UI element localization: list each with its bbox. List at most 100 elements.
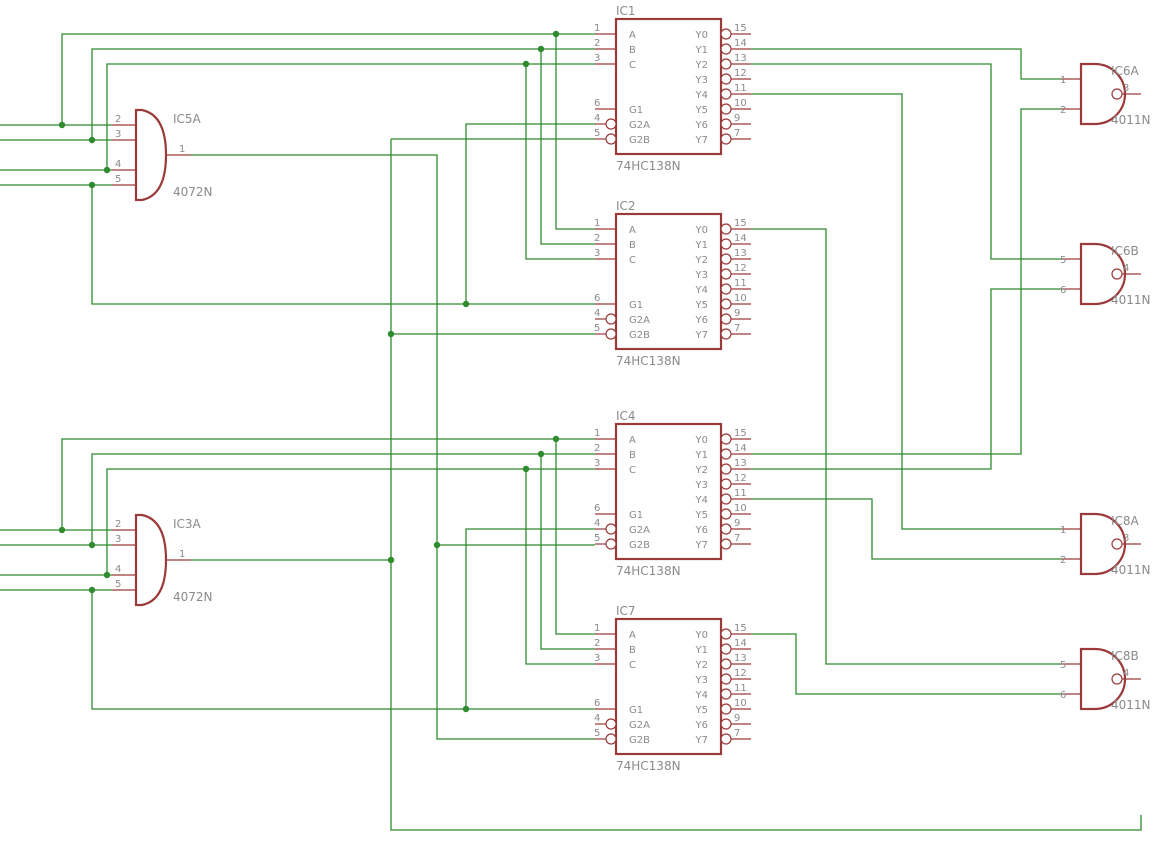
ic1-bubble-10 bbox=[720, 103, 732, 115]
ic2-pinlabel-Y0: Y0 bbox=[695, 225, 708, 236]
wire-26 bbox=[465, 528, 595, 709]
ic1-bubble-12 bbox=[720, 73, 732, 85]
junction-dot-7 bbox=[462, 300, 470, 308]
ic7-pinnum-9: 9 bbox=[734, 713, 740, 724]
ic7-bubble-14 bbox=[720, 643, 732, 655]
ic7-pinnum-11: 11 bbox=[734, 683, 747, 694]
ic5a-pinnum-5: 5 bbox=[115, 174, 121, 185]
ic2-pinlabel-Y3: Y3 bbox=[695, 270, 708, 281]
ic1-pinnum-6: 6 bbox=[594, 98, 600, 109]
ic2-name: IC2 bbox=[616, 199, 636, 213]
ic1-pinlabel-Y0: Y0 bbox=[695, 30, 708, 41]
ic2-pinnum-10: 10 bbox=[734, 293, 747, 304]
ic2-pinnum-4: 4 bbox=[594, 308, 600, 319]
ic4-bubble-13 bbox=[720, 463, 732, 475]
ic1-pinnum-7: 7 bbox=[734, 128, 740, 139]
ic8b-pinnum-5: 5 bbox=[1060, 660, 1066, 671]
ic8a-value: 4011N bbox=[1111, 563, 1151, 577]
ic4-pinnum-5: 5 bbox=[594, 533, 600, 544]
ic7-pinnum-7: 7 bbox=[734, 728, 740, 739]
ic6a-bubble bbox=[1111, 88, 1123, 100]
ic2-pinnum-7: 7 bbox=[734, 323, 740, 334]
ic1-pinlabel-G1: G1 bbox=[629, 105, 643, 116]
junction-dot-4 bbox=[552, 30, 560, 38]
ic2-pinlabel-B: B bbox=[629, 240, 636, 251]
ic4-pinlabel-G1: G1 bbox=[629, 510, 643, 521]
ic7-pinnum-10: 10 bbox=[734, 698, 747, 709]
wire-24 bbox=[91, 590, 595, 710]
ic4-pinlabel-Y1: Y1 bbox=[695, 450, 708, 461]
ic7-pinlabel-G2A: G2A bbox=[629, 720, 650, 731]
junction-dot-9 bbox=[58, 526, 66, 534]
ic4-bubble-15 bbox=[720, 433, 732, 445]
ic1-pinlabel-G2B: G2B bbox=[629, 135, 650, 146]
ic8b-value: 4011N bbox=[1111, 698, 1151, 712]
ic4-value: 74HC138N bbox=[616, 564, 681, 578]
ic4-pinnum-2: 2 bbox=[594, 443, 600, 454]
ic1-decoder: IC174HC138N1A2B3C6G14G2A5G2B15Y014Y113Y2… bbox=[594, 4, 751, 173]
ic7-bubble-11 bbox=[720, 688, 732, 700]
ic2-bubble-4 bbox=[605, 313, 617, 325]
ic4-pinnum-12: 12 bbox=[734, 473, 747, 484]
ic4-pinlabel-Y6: Y6 bbox=[695, 525, 708, 536]
ic2-pinnum-3: 3 bbox=[594, 248, 600, 259]
ic2-pinnum-2: 2 bbox=[594, 233, 600, 244]
ic7-pinlabel-A: A bbox=[629, 630, 636, 641]
ic2-pinlabel-G1: G1 bbox=[629, 300, 643, 311]
ic1-bubble-5 bbox=[605, 133, 617, 145]
ic7-bubble-9 bbox=[720, 718, 732, 730]
ic7-pinlabel-G1: G1 bbox=[629, 705, 643, 716]
ic4-pinnum-7: 7 bbox=[734, 533, 740, 544]
ic2-bubble-9 bbox=[720, 313, 732, 325]
wire-6 bbox=[106, 63, 595, 170]
ic2-pinnum-15: 15 bbox=[734, 218, 747, 229]
ic4-bubble-5 bbox=[605, 538, 617, 550]
ic1-name: IC1 bbox=[616, 4, 636, 18]
ic3a-pinnum-3: 3 bbox=[115, 534, 121, 545]
ic4-pinnum-1: 1 bbox=[594, 428, 600, 439]
ic2-pinlabel-Y4: Y4 bbox=[695, 285, 708, 296]
wire-38 bbox=[751, 633, 1061, 695]
ic1-pinnum-14: 14 bbox=[734, 38, 747, 49]
ic3a-value: 4072N bbox=[173, 590, 213, 604]
ic7-bubble-5 bbox=[605, 733, 617, 745]
ic1-bubble-7 bbox=[720, 133, 732, 145]
ic1-pinnum-10: 10 bbox=[734, 98, 747, 109]
junction-dot-5 bbox=[537, 45, 545, 53]
ic8b-bubble bbox=[1111, 673, 1123, 685]
ic6a-pinnum-2: 2 bbox=[1060, 105, 1066, 116]
ic6b-body bbox=[1079, 242, 1127, 306]
ic2-pinlabel-Y1: Y1 bbox=[695, 240, 708, 251]
ic4-pinnum-6: 6 bbox=[594, 503, 600, 514]
ic4-pinlabel-A: A bbox=[629, 435, 636, 446]
ic8b-body bbox=[1079, 647, 1127, 711]
ic6a-pinnum-out: 3 bbox=[1123, 83, 1129, 94]
ic4-pinnum-13: 13 bbox=[734, 458, 747, 469]
ic1-pinlabel-Y5: Y5 bbox=[695, 105, 708, 116]
ic6a-value: 4011N bbox=[1111, 113, 1151, 127]
ic4-bubble-9 bbox=[720, 523, 732, 535]
ic5a-pinnum-4: 4 bbox=[115, 159, 121, 170]
ic2-pinlabel-G2B: G2B bbox=[629, 330, 650, 341]
wire-9 bbox=[465, 123, 595, 304]
ic4-pinlabel-G2B: G2B bbox=[629, 540, 650, 551]
ic5a-value: 4072N bbox=[173, 185, 213, 199]
ic1-pinlabel-Y4: Y4 bbox=[695, 90, 708, 101]
ic7-name: IC7 bbox=[616, 604, 636, 618]
wire-27 bbox=[436, 545, 595, 740]
ic2-bubble-12 bbox=[720, 268, 732, 280]
ic8a-pinnum-1: 1 bbox=[1060, 525, 1066, 536]
ic6b-pinnum-5: 5 bbox=[1060, 255, 1066, 266]
ic2-pinnum-14: 14 bbox=[734, 233, 747, 244]
junction-dot-8 bbox=[387, 330, 395, 338]
ic1-pinnum-13: 13 bbox=[734, 53, 747, 64]
ic8a-name: IC8A bbox=[1111, 514, 1140, 528]
ic7-pinnum-13: 13 bbox=[734, 653, 747, 664]
wire-16 bbox=[525, 64, 595, 260]
ic1-body bbox=[614, 17, 723, 156]
ic1-pinlabel-Y1: Y1 bbox=[695, 45, 708, 56]
